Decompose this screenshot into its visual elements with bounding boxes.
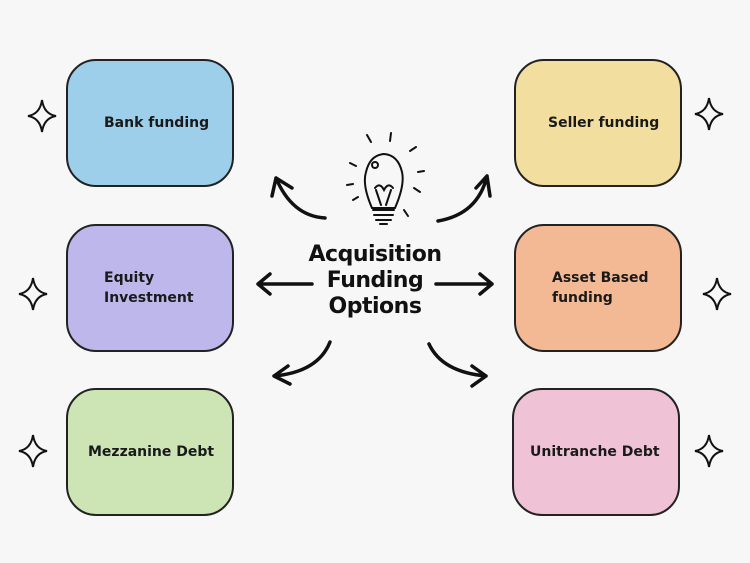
box-unitranche-debt: Unitranche Debt: [512, 388, 680, 516]
box-seller-funding: Seller funding: [514, 59, 682, 187]
box-mezzanine-debt: Mezzanine Debt: [66, 388, 234, 516]
box-label: Asset Based funding: [552, 270, 649, 306]
box-equity-investment: Equity Investment: [66, 224, 234, 352]
sparkle-icon: [694, 97, 724, 131]
box-label: Mezzanine Debt: [88, 444, 215, 460]
arrow-icon: [427, 342, 488, 388]
box-asset-based-funding: Asset Based funding: [514, 224, 682, 352]
title-line-3: Options: [328, 294, 422, 319]
arrow-icon: [272, 340, 332, 386]
arrow-icon: [436, 174, 492, 223]
box-label: Seller funding: [548, 115, 660, 131]
diagram-title: Acquisition Funding Options: [290, 242, 460, 320]
title-line-1: Acquisition: [308, 242, 443, 267]
sparkle-icon: [702, 277, 732, 311]
lightbulb-icon: [346, 132, 425, 225]
sparkle-icon: [18, 277, 48, 311]
arrow-icon: [434, 272, 494, 296]
sparkle-icon: [18, 434, 48, 468]
sparkle-icon: [694, 434, 724, 468]
box-label: Unitranche Debt: [530, 444, 660, 460]
box-label: Equity Investment: [104, 270, 194, 306]
arrow-icon: [270, 176, 327, 220]
sparkle-icon: [27, 99, 57, 133]
arrow-icon: [256, 272, 314, 296]
box-label: Bank funding: [104, 115, 210, 131]
box-bank-funding: Bank funding: [66, 59, 234, 187]
title-line-2: Funding: [326, 268, 424, 293]
